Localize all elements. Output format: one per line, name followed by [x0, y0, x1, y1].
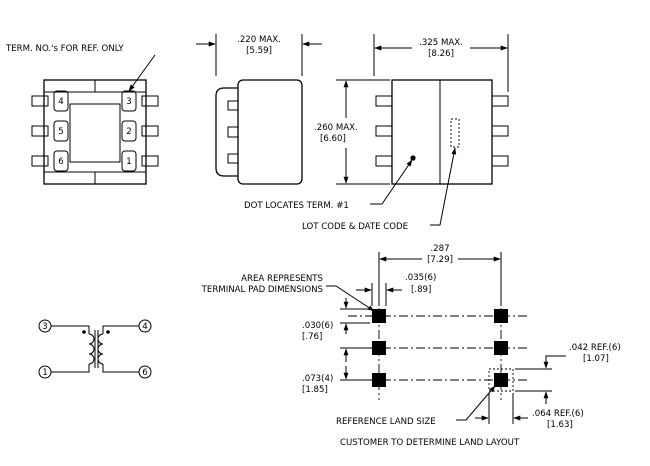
terminal-3-label: 3 — [126, 97, 131, 107]
secondary-coil — [97, 333, 104, 365]
terminal-pad — [372, 309, 386, 323]
landh-dim-arrow — [543, 355, 566, 369]
terminal-pad — [494, 373, 508, 387]
reference-land-outline — [488, 368, 514, 392]
terminal-4-label: 4 — [58, 97, 63, 107]
padh-dim-mm: [.76] — [302, 332, 322, 342]
primary-polarity-dot — [82, 330, 86, 334]
width-dim-in: .220 MAX. — [237, 35, 281, 45]
front-view-body — [391, 79, 493, 185]
schematic-pin-1: 1 — [42, 368, 47, 378]
length-dim-mm: [8.26] — [428, 49, 454, 59]
padw-dim-in: .035(6) — [405, 273, 436, 283]
padh-dim-in: .030(6) — [302, 321, 333, 331]
length-dim-in: .325 MAX. — [419, 38, 463, 48]
top-view-core-window — [69, 103, 121, 163]
terminal-pad — [372, 373, 386, 387]
area-note-leader — [326, 285, 375, 312]
front-view: .325 MAX. [8.26] .260 MAX. [6.60] DOT LO… — [244, 34, 509, 232]
area-note-line2: TERMINAL PAD DIMENSIONS — [201, 285, 323, 295]
ref-land-note: REFERENCE LAND SIZE — [336, 417, 436, 427]
side-view-lead-notch — [227, 100, 238, 111]
term-ref-leader — [128, 54, 156, 92]
front-view-leads — [375, 95, 509, 167]
terminal-5-box — [53, 120, 69, 142]
terminal-6-box — [53, 150, 69, 172]
landh-dim-in: .042 REF.(6) — [569, 343, 621, 353]
landw-dim-in: .064 REF.(6) — [532, 409, 584, 419]
terminal-1-label: 1 — [126, 157, 131, 167]
lot-code-leader — [430, 147, 457, 226]
customer-note: CUSTOMER TO DETERMINE LAND LAYOUT — [340, 438, 520, 448]
schematic-pin-6: 6 — [142, 368, 147, 378]
secondary-wire-top — [102, 325, 139, 334]
ref-land-leader — [456, 385, 496, 421]
pitch-dim-mm: [1.85] — [302, 385, 328, 395]
secondary-polarity-dot — [106, 330, 110, 334]
schematic-pin-4: 4 — [142, 322, 147, 332]
side-view: .220 MAX. [5.59] — [196, 34, 322, 185]
height-dim-mm: [6.60] — [320, 134, 346, 144]
side-view-lead-profile — [215, 87, 238, 177]
landw-dim-mm: [1.63] — [547, 420, 573, 430]
span-dim-in: .287 — [430, 244, 449, 254]
terminal-5-label: 5 — [58, 127, 63, 137]
primary-coil — [88, 333, 95, 365]
schematic-pin-3: 3 — [42, 322, 47, 332]
lot-code-area — [450, 118, 460, 148]
schematic: 3 1 4 6 — [38, 319, 152, 379]
terminal-4-box — [53, 90, 69, 112]
pitch-dim-in: .073(4) — [302, 374, 333, 384]
secondary-wire-bottom — [102, 364, 139, 373]
top-view: 4 5 6 3 2 1 TERM. NO.'s FOR REF. ONLY — [5, 44, 159, 185]
terminal-1-box — [121, 150, 137, 172]
terminal-pad — [372, 341, 386, 355]
term-ref-note: TERM. NO.'s FOR REF. ONLY — [5, 44, 124, 54]
primary-wire-bottom — [51, 364, 90, 373]
lot-code-note: LOT CODE & DATE CODE — [302, 222, 408, 232]
dot-locates-leader — [370, 159, 413, 205]
terminal-6-label: 6 — [58, 157, 63, 167]
terminal-pad — [494, 309, 508, 323]
land-pattern: .287 [7.29] .035(6) [.89] AREA REPRESENT… — [201, 244, 621, 448]
pin1-dot — [410, 155, 416, 161]
terminal-pad — [494, 341, 508, 355]
primary-wire-top — [51, 325, 90, 334]
width-dim-mm: [5.59] — [246, 46, 272, 56]
span-dim-mm: [7.29] — [427, 255, 453, 265]
side-view-lead-notch — [227, 126, 238, 138]
landh-dim-mm: [1.07] — [583, 354, 609, 364]
top-view-leads — [31, 95, 159, 167]
padw-dim-mm: [.89] — [411, 285, 431, 295]
side-view-lead-notch — [227, 153, 238, 164]
area-note-line1: AREA REPRESENTS — [241, 274, 323, 284]
dot-locates-note: DOT LOCATES TERM. #1 — [244, 201, 349, 211]
side-view-body — [237, 79, 303, 185]
height-dim-in: .260 MAX. — [314, 123, 358, 133]
terminal-2-box — [121, 120, 137, 142]
terminal-2-label: 2 — [126, 127, 131, 137]
